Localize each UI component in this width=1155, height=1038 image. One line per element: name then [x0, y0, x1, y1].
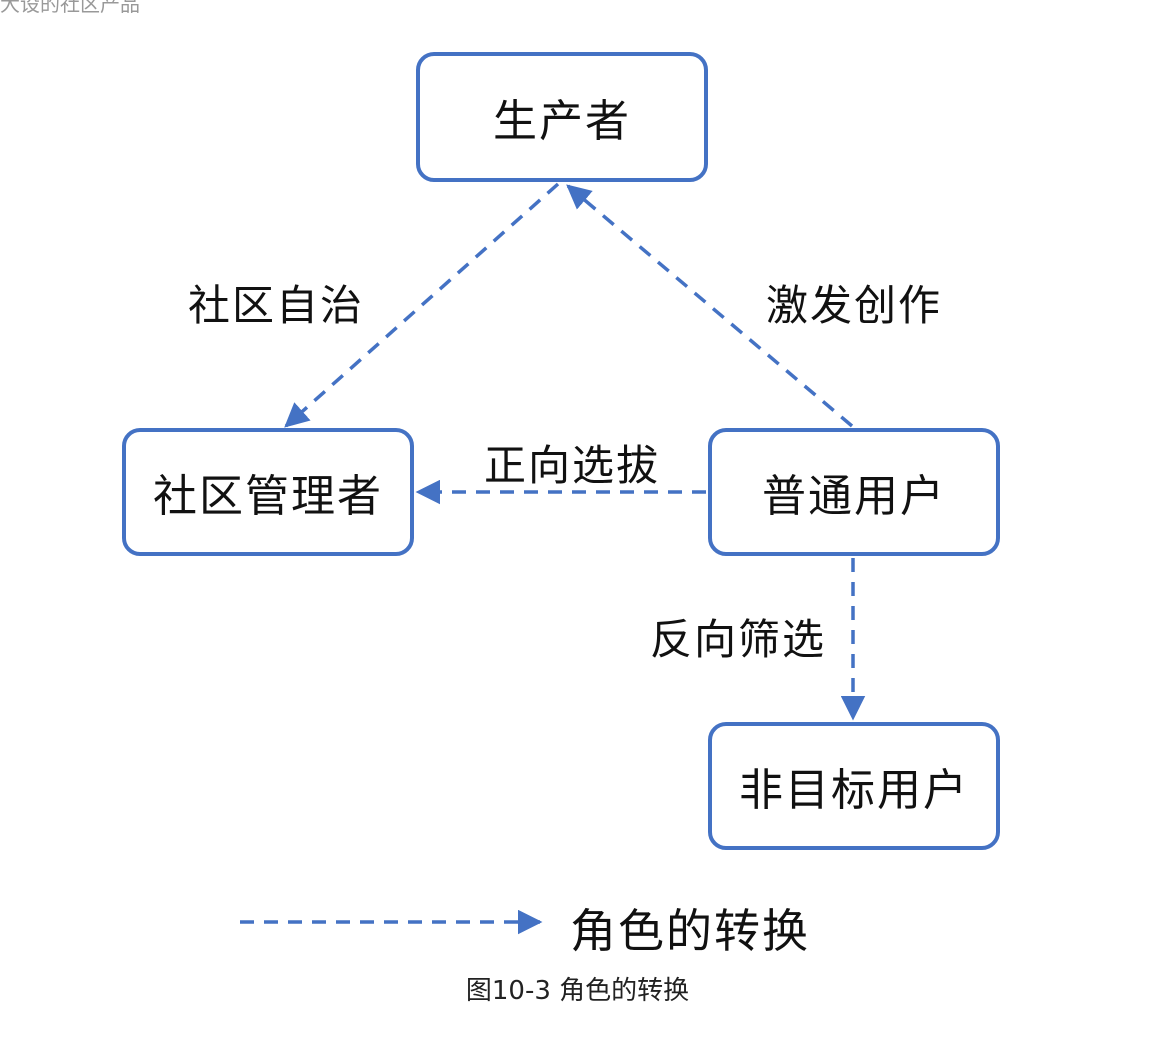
edge-label-reverse-filter: 反向筛选 — [650, 615, 827, 664]
node-producer: 生产者 — [416, 52, 708, 182]
figure-caption: 图10-3 角色的转换 — [465, 976, 690, 1006]
edge-label-inspire: 激发创作 — [766, 281, 943, 330]
edge-user-to-producer — [566, 184, 854, 428]
node-regular-user: 普通用户 — [708, 428, 1000, 556]
edge-label-forward-select: 正向选拔 — [484, 441, 661, 490]
legend-label: 角色的转换 — [570, 904, 810, 958]
edge-producer-to-admin — [284, 182, 560, 428]
node-non-target-user: 非目标用户 — [708, 722, 1000, 850]
top-cropped-text: 大设的社区产品 — [0, 0, 140, 16]
node-community-admin: 社区管理者 — [122, 428, 414, 556]
edge-label-self-govern: 社区自治 — [188, 281, 365, 330]
